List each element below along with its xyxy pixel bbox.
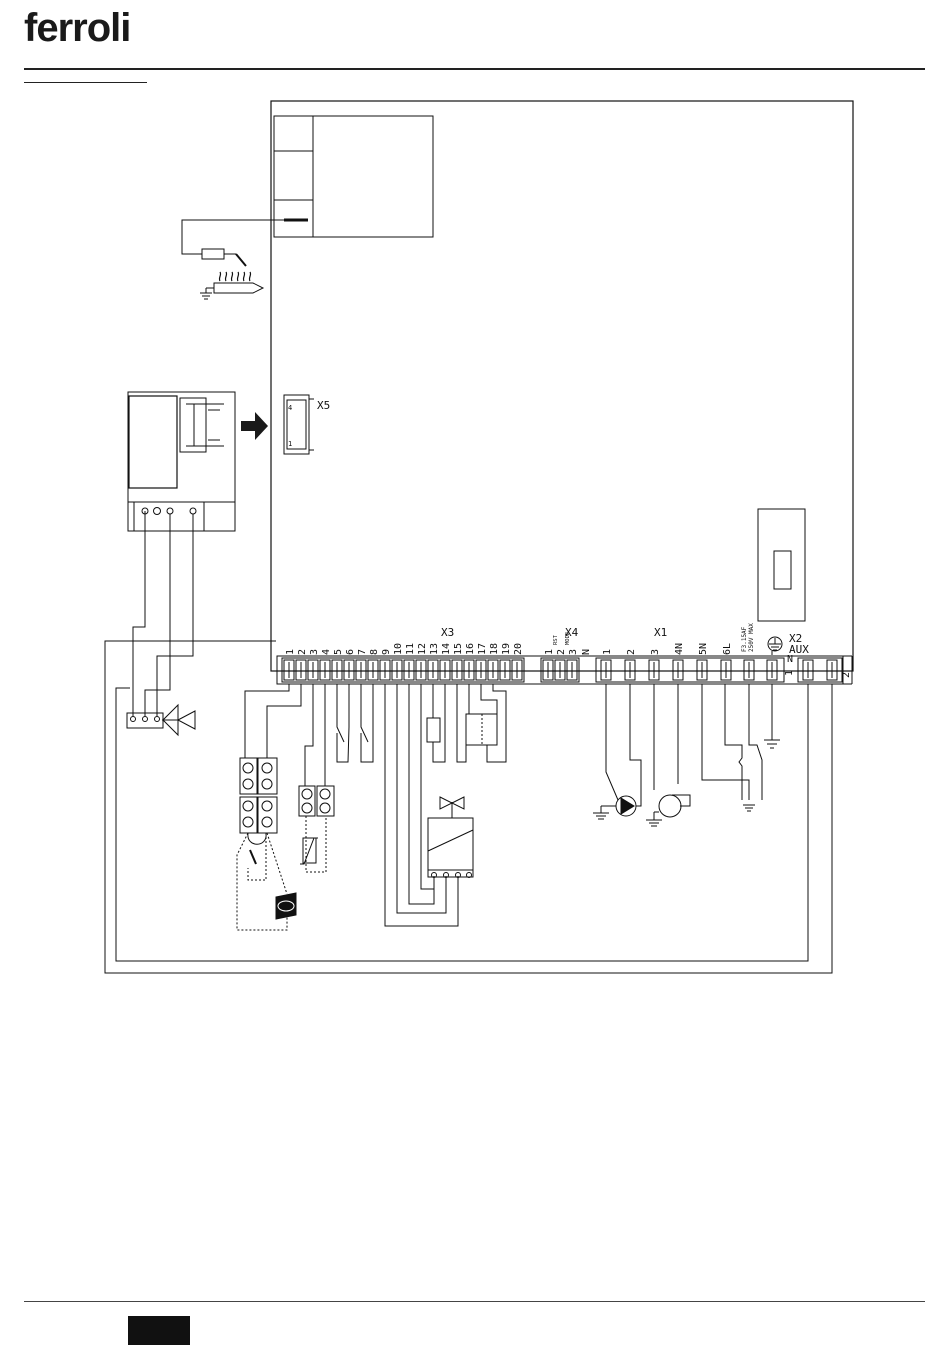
- x3-pin-label-7: 7: [357, 649, 368, 655]
- terminal-block-left: [240, 758, 277, 833]
- x3-pin-label-11: 11: [405, 643, 416, 655]
- gas-valve-icon: [428, 797, 473, 878]
- x3-pin-label-4: 4: [321, 649, 332, 655]
- ground-icon: [593, 806, 609, 819]
- x1-pin-label-3: 3: [650, 649, 661, 655]
- ground-icon: [646, 812, 662, 826]
- wire-x2-loop-inner: [116, 684, 808, 961]
- three-way-valve-icon: [127, 705, 195, 735]
- x3-pin-label-3: 3: [309, 649, 320, 655]
- x3-pin-label-14: 14: [441, 643, 452, 655]
- x1-pin-label-N: N: [581, 649, 592, 655]
- x5-pin-1: 1: [288, 440, 292, 448]
- x3-resistor: [427, 718, 440, 742]
- earth-symbol-icon: [768, 637, 782, 651]
- ground-icon: [764, 740, 780, 748]
- aux-label: AUX: [789, 643, 809, 656]
- flow-sensor-icon: [276, 893, 296, 919]
- pressure-switch-icon: [250, 850, 256, 864]
- x2-housing: [798, 658, 842, 682]
- x2-pin-label-2: 2: [841, 672, 852, 678]
- x3-pin-label-20: 20: [513, 643, 524, 655]
- x3-pin-label-18: 18: [489, 643, 500, 655]
- pcb-outline: [271, 101, 853, 671]
- x3-pin-label-17: 17: [477, 643, 488, 655]
- ground-icon: [743, 805, 755, 811]
- x2-pin-label-1: 1: [784, 670, 795, 676]
- x1-pin-label-1: 1: [602, 649, 613, 655]
- footer-rule: [24, 1301, 925, 1302]
- x3-pin-label-12: 12: [417, 643, 428, 655]
- ntc-sensor-icon: [300, 838, 318, 864]
- external-board: [128, 392, 235, 531]
- x1-label: X1: [654, 626, 667, 639]
- ignition-electrode: [182, 220, 284, 266]
- ground-icon: [200, 288, 212, 299]
- pump-icon: [616, 796, 636, 816]
- x4-pin-label-1: 1: [544, 649, 555, 655]
- x1-pin-label-2: 2: [626, 649, 637, 655]
- fuse-label: F3.15AF: [741, 626, 748, 652]
- x4-label: X4: [565, 626, 579, 639]
- x3-pin-label-1: 1: [285, 649, 296, 655]
- x4-pin-label-2: 2: [556, 649, 567, 655]
- x5-label: X5: [317, 399, 330, 412]
- page-tab: [128, 1316, 190, 1345]
- x5-pin-4: 4: [288, 404, 292, 412]
- x3-pin-label-9: 9: [381, 649, 392, 655]
- x4-pin-label-3: 3: [568, 649, 579, 655]
- ignition-module: [274, 116, 433, 237]
- terminal-block-ntc: [299, 786, 334, 816]
- x3-pin-label-13: 13: [429, 643, 440, 655]
- fan-icon: [659, 795, 690, 817]
- arrow-right-icon: [241, 412, 268, 440]
- transformer-block: [758, 509, 805, 621]
- x3-pin-label-6: 6: [345, 649, 356, 655]
- x3-label: X3: [441, 626, 454, 639]
- x3-pin-label-16: 16: [465, 643, 476, 655]
- x3-pin-label-19: 19: [501, 643, 512, 655]
- x1-pin-label-4N: 4N: [674, 643, 685, 655]
- x3-terminals: 1234567891011121314151617181920: [282, 643, 524, 682]
- x1-pin-label-5N: 5N: [698, 643, 709, 655]
- x3-pin-label-15: 15: [453, 643, 464, 655]
- x1-pin-label-6L: 6L: [722, 643, 733, 655]
- x1-housing: [596, 658, 784, 682]
- x3-pin-label-8: 8: [369, 649, 380, 655]
- burner-icon: [206, 272, 263, 293]
- x3-pin-label-10: 10: [393, 643, 404, 655]
- x3-pin-label-5: 5: [333, 649, 344, 655]
- x4-pin-note-1: RST: [553, 634, 559, 645]
- voltage-label: 250V MAX: [748, 623, 755, 652]
- x3-pin-label-2: 2: [297, 649, 308, 655]
